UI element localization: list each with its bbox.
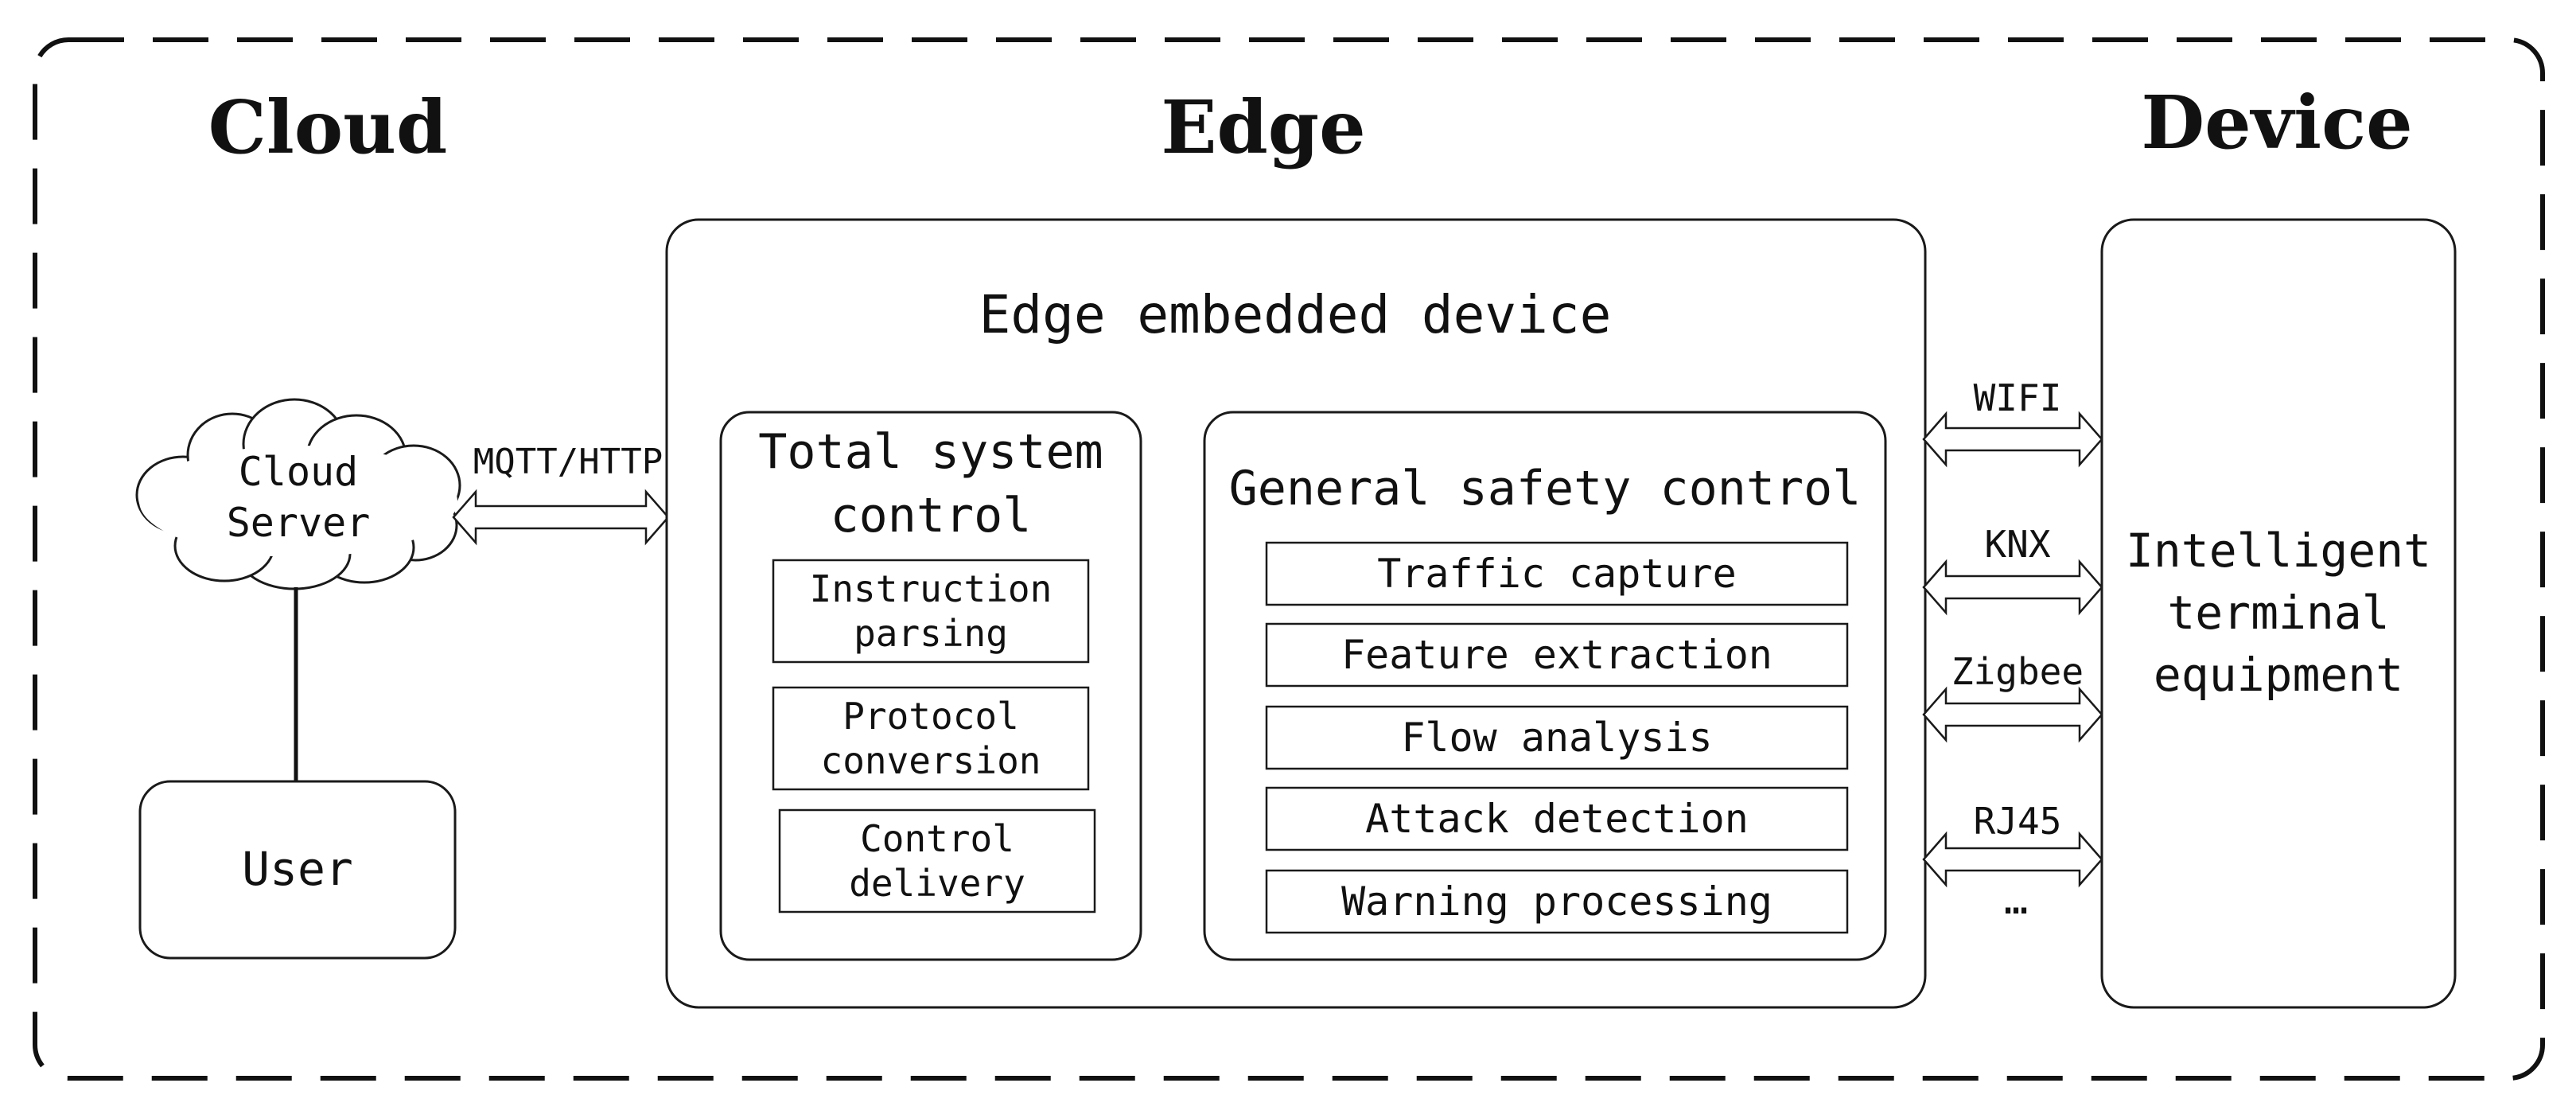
user-label: User bbox=[242, 842, 353, 896]
safety-control-item-label: Warning processing bbox=[1341, 878, 1772, 925]
total-control-item-label: Instruction bbox=[810, 567, 1053, 610]
safety-control-item: Attack detection bbox=[1265, 786, 1849, 851]
total-control-title-line2: control bbox=[831, 488, 1032, 543]
safety-control-item-label: Attack detection bbox=[1365, 796, 1749, 842]
total-control-item: Instruction parsing bbox=[772, 559, 1090, 664]
link-arrow bbox=[1922, 411, 2103, 468]
total-control-item: Protocol conversion bbox=[772, 686, 1090, 791]
link-arrow bbox=[1922, 686, 2103, 743]
link-label: RJ45 bbox=[1974, 800, 2062, 843]
total-control-title-line1: Total system bbox=[758, 424, 1103, 480]
link-label: WIFI bbox=[1974, 376, 2062, 419]
system-frame bbox=[33, 37, 2545, 1081]
general-safety-control: General safety control Traffic capture F… bbox=[1203, 411, 1887, 961]
zone-label-edge: Edge bbox=[1161, 84, 1365, 170]
user-node: User bbox=[138, 780, 457, 960]
safety-control-item: Traffic capture bbox=[1265, 541, 1849, 606]
safety-control-item-label: Flow analysis bbox=[1401, 715, 1712, 761]
total-control-item-label: Control bbox=[860, 817, 1014, 860]
protocol-label-mqtt-http: MQTT/HTTP bbox=[473, 442, 663, 482]
zone-label-cloud: Cloud bbox=[208, 84, 448, 170]
total-control-item-label: Protocol bbox=[842, 695, 1019, 738]
cloud-server-label-line1: Cloud bbox=[239, 449, 359, 495]
zone-label-device: Device bbox=[2141, 80, 2412, 166]
cloud-server-label-line2: Server bbox=[227, 500, 371, 546]
safety-control-item-label: Traffic capture bbox=[1377, 551, 1737, 597]
total-control-item-label: conversion bbox=[821, 739, 1041, 782]
edge-device-title: Edge embedded device bbox=[979, 284, 1612, 345]
link-label: Zigbee bbox=[1951, 650, 2084, 693]
total-control-item-label: delivery bbox=[849, 862, 1025, 905]
intelligent-terminal-equipment: Intelligent terminal equipment bbox=[2100, 218, 2457, 1009]
link-label: KNX bbox=[1984, 523, 2050, 566]
cloud-server-node: Cloud Server bbox=[135, 398, 461, 590]
device-label-line1: Intelligent bbox=[2126, 524, 2431, 578]
safety-control-title: General safety control bbox=[1229, 461, 1862, 516]
edge-embedded-device: Edge embedded device Total system contro… bbox=[665, 218, 1927, 1009]
device-label-line3: equipment bbox=[2154, 648, 2403, 702]
link-arrow bbox=[1922, 559, 2103, 616]
total-control-item: Control delivery bbox=[778, 808, 1096, 913]
link-ellipsis: … bbox=[2004, 877, 2028, 923]
safety-control-item: Warning processing bbox=[1265, 869, 1849, 934]
safety-control-item: Flow analysis bbox=[1265, 705, 1849, 770]
device-label-line2: terminal bbox=[2167, 586, 2389, 640]
safety-control-item: Feature extraction bbox=[1265, 622, 1849, 688]
total-control-item-label: parsing bbox=[854, 612, 1008, 655]
safety-control-item-label: Feature extraction bbox=[1341, 632, 1772, 678]
link-wifi: WIFI bbox=[1922, 376, 2103, 468]
link-rj45: RJ45 bbox=[1922, 800, 2103, 888]
total-system-control: Total system control Instruction parsing… bbox=[719, 411, 1142, 961]
mqtt-http-arrow bbox=[452, 489, 670, 546]
link-knx: KNX bbox=[1922, 523, 2103, 616]
link-zigbee: Zigbee bbox=[1922, 650, 2103, 743]
